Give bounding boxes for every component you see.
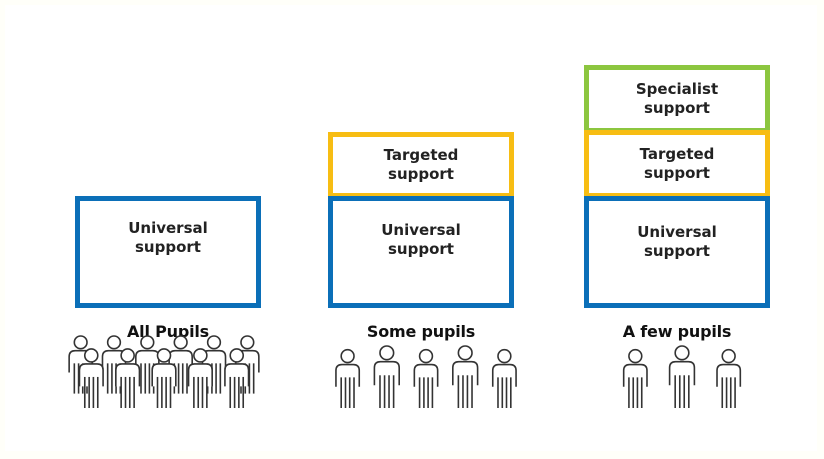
targeted-support-box-few: Targeted support <box>584 130 770 198</box>
universal-support-box-few: Universal support <box>584 196 770 308</box>
person-icon <box>101 335 127 394</box>
crowd-some-pupils-icon <box>335 345 517 408</box>
targeted-support-label: Targeted support <box>383 146 459 183</box>
person-icon <box>373 345 400 408</box>
person-icon <box>452 345 479 408</box>
universal-support-box-some: Universal support <box>328 196 514 308</box>
universal-support-label: Universal support <box>637 223 717 260</box>
person-icon <box>224 348 250 408</box>
person-icon <box>115 348 141 408</box>
targeted-support-box-some: Targeted support <box>328 132 514 198</box>
person-icon <box>622 348 648 408</box>
crowd-all-pupils-icon <box>68 335 260 408</box>
person-icon <box>78 348 104 408</box>
person-icon <box>716 348 742 408</box>
universal-support-label: Universal support <box>128 219 208 256</box>
crowd-few-pupils-icon <box>622 345 742 408</box>
specialist-support-box: Specialist support <box>584 65 770 133</box>
universal-support-label: Universal support <box>381 221 461 258</box>
person-icon <box>187 348 213 408</box>
specialist-support-label: Specialist support <box>635 80 719 117</box>
person-icon <box>335 348 361 408</box>
person-icon <box>151 348 177 408</box>
targeted-support-label: Targeted support <box>639 145 715 182</box>
person-icon <box>491 348 517 408</box>
group-label-few-pupils: A few pupils <box>622 322 732 341</box>
universal-support-box-all: Universal support <box>75 196 261 308</box>
person-icon <box>413 348 439 408</box>
group-label-some-pupils: Some pupils <box>366 322 476 341</box>
person-icon <box>668 345 696 408</box>
